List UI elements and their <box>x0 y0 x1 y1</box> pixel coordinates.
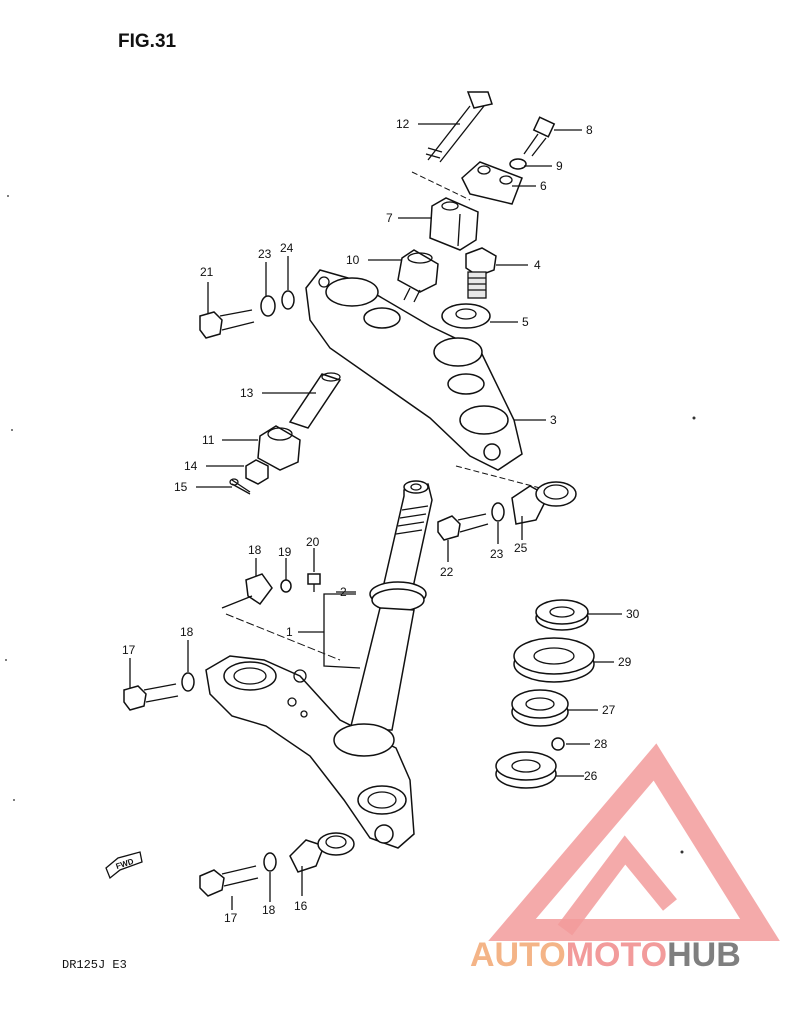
scan-speckles <box>5 195 696 854</box>
part-14-nut <box>245 459 269 485</box>
part-23-washer-upper <box>260 295 276 317</box>
callout-19: 18 <box>248 543 262 557</box>
callout-9: 9 <box>556 159 563 173</box>
callout-18-upper: 18 <box>180 625 194 639</box>
part-17-bolt-lower <box>199 865 259 897</box>
callout-2: 2 <box>340 585 347 599</box>
part-1-lower-bracket <box>205 655 415 849</box>
callout-30: 30 <box>626 607 640 621</box>
callout-11: 11 <box>202 433 215 447</box>
callout-22-right: 22 <box>440 565 454 579</box>
part-6-handlebar-clamp <box>461 161 523 205</box>
part-24-washer <box>281 290 295 310</box>
part-12-bolt <box>425 91 493 163</box>
callout-28: 28 <box>594 737 608 751</box>
part-25-clamp <box>511 481 577 525</box>
watermark-auto: AUTO <box>470 936 566 974</box>
callout-3: 3 <box>550 413 557 427</box>
part-28-ball <box>551 737 565 751</box>
callout-18-lower: 18 <box>262 903 276 917</box>
guide-line <box>411 171 471 201</box>
part-3-upper-bracket <box>305 269 523 471</box>
callout-12: 12 <box>396 117 410 131</box>
part-30-lock-nut <box>535 599 589 631</box>
part-10-cushion <box>397 249 439 303</box>
part-13-spacer <box>288 372 342 429</box>
watermark-inner-stroke <box>557 835 677 936</box>
callout-21: 20 <box>306 535 320 549</box>
part-11-cushion <box>257 425 301 471</box>
callout-8: 8 <box>586 123 593 137</box>
part-23-washer-right <box>491 502 505 522</box>
watermark-moto: MOTO <box>566 936 667 974</box>
callout-5: 5 <box>522 315 529 329</box>
part-8-bolt <box>523 116 556 157</box>
callout-14: 14 <box>184 459 198 473</box>
callout-26: 26 <box>584 769 598 783</box>
figure-title: FIG.31 <box>118 31 177 52</box>
callout-29: 29 <box>618 655 632 669</box>
part-19-clip <box>245 573 273 606</box>
part-5-washer <box>441 303 491 329</box>
callout-17-upper: 17 <box>122 643 136 657</box>
part-20-washer <box>280 579 292 593</box>
part-21-screw <box>307 573 321 592</box>
callout-bracket-1 <box>323 593 361 669</box>
watermark-logo <box>488 743 780 941</box>
guide-line-2 <box>455 465 541 489</box>
part-18-washer-upper <box>181 672 195 692</box>
callout-10: 10 <box>346 253 360 267</box>
callout-20: 19 <box>278 545 292 559</box>
guide-line-4 <box>225 613 341 661</box>
model-code: DR125J E3 <box>62 958 127 972</box>
part-22-bolt-right <box>437 513 489 541</box>
part-4-steering-stem-bolt <box>465 247 497 299</box>
callout-1: 1 <box>286 625 293 639</box>
callout-24: 24 <box>280 241 294 255</box>
watermark-text: AUTOMOTOHUB <box>470 936 741 974</box>
part-18-washer-lower <box>263 852 277 872</box>
part-9-lock-washer <box>509 158 527 170</box>
part-22-bolt-upper <box>199 309 255 339</box>
callout-6: 6 <box>540 179 547 193</box>
callout-13: 13 <box>240 386 254 400</box>
watermark-triangle <box>488 743 780 941</box>
watermark-hub: HUB <box>667 936 741 974</box>
fwd-arrow-icon: FWD <box>105 851 143 880</box>
callout-25: 25 <box>514 541 528 555</box>
callout-27: 27 <box>602 703 616 717</box>
part-27-bearing-race <box>511 689 569 727</box>
guide-line-3 <box>221 595 253 609</box>
part-16-clamp <box>289 832 355 873</box>
part-15-cotter-pin <box>229 478 251 495</box>
part-29-dust-seal <box>513 637 595 683</box>
part-26-lower-bearing-race <box>495 751 557 789</box>
callout-7: 7 <box>386 211 393 225</box>
callout-4: 4 <box>534 258 541 272</box>
callout-23-right: 23 <box>490 547 504 561</box>
callout-17-lower: 17 <box>224 911 238 925</box>
leader-lines <box>129 123 622 910</box>
part-2-steering-stem <box>349 480 433 731</box>
part-17-bolt-upper <box>123 683 179 711</box>
callout-16: 16 <box>294 899 308 913</box>
part-7-handlebar-holder <box>429 197 479 251</box>
callout-15: 15 <box>174 480 188 494</box>
callout-22-upper: 21 <box>200 265 214 279</box>
callout-23-upper: 23 <box>258 247 272 261</box>
